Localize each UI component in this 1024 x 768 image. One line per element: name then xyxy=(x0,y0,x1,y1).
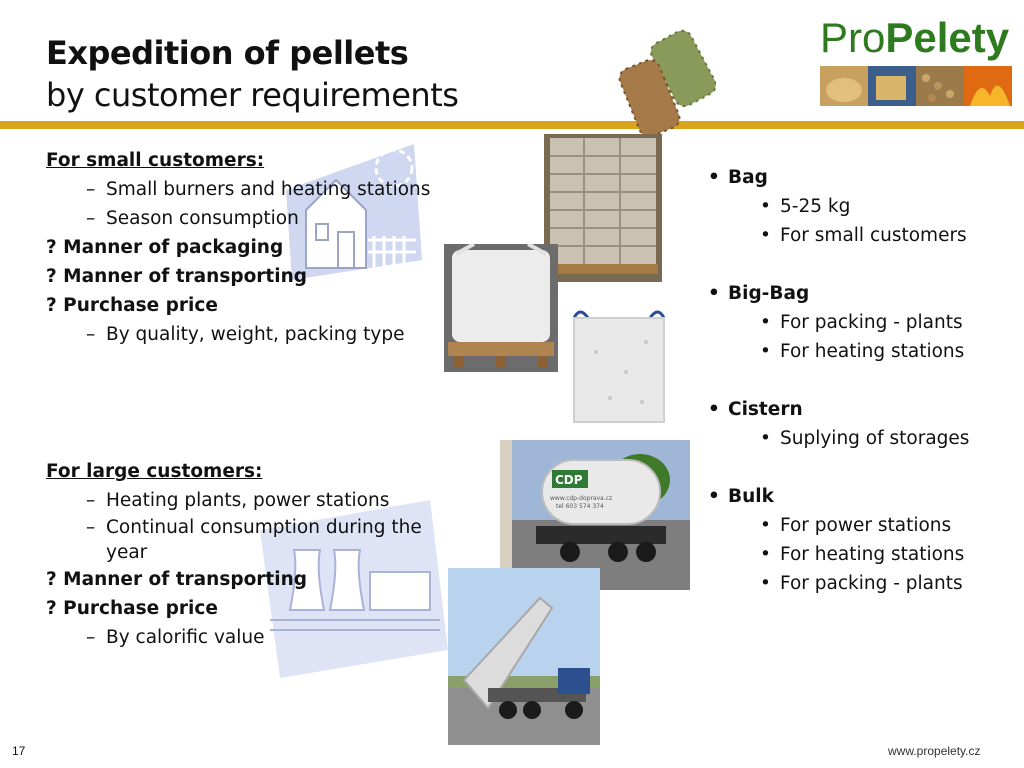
bigbag-pallet-photo xyxy=(444,244,558,372)
website-url: www.propelety.cz xyxy=(888,744,981,758)
bullet-big-bag: Big-Bag xyxy=(706,279,969,308)
logo-text-pro: Pro xyxy=(820,14,886,61)
logo-text-pelety: Pelety xyxy=(885,14,1010,61)
large-customers-header: For large customers: xyxy=(46,461,263,482)
large-question-price: ? Purchase price xyxy=(46,598,218,619)
small-sub-item: –Small burners and heating stations xyxy=(86,179,431,200)
big-bag-item: For packing - plants xyxy=(706,308,969,337)
bag-item: 5-25 kg xyxy=(706,192,969,221)
large-sub-item: –Continual consumption during the year xyxy=(86,517,422,563)
cistern-brand-text: CDP xyxy=(555,473,583,487)
page-number: 17 xyxy=(12,744,26,758)
small-question-packaging: ? Manner of packaging xyxy=(46,237,284,258)
cistern-truck-photo: CDP www.cdp-doprava.cz tel 603 574 374 xyxy=(500,440,690,590)
bullet-cistern: Cistern xyxy=(706,395,969,424)
small-question-price: ? Purchase price xyxy=(46,295,218,316)
bulk-item: For heating stations xyxy=(706,540,969,569)
small-sub-item: –Season consumption xyxy=(86,208,299,229)
house-illustration xyxy=(286,144,422,280)
slide-title: Expedition of pellets xyxy=(46,34,409,72)
cistern-phone-text: tel 603 574 374 xyxy=(556,503,604,510)
bulk-item: For power stations xyxy=(706,511,969,540)
bullet-bulk: Bulk xyxy=(706,482,969,511)
bag-pallet-photo xyxy=(544,134,662,282)
logo-photo-strip xyxy=(820,66,1012,106)
small-question-transport: ? Manner of transporting xyxy=(46,266,308,287)
power-plant-illustration xyxy=(260,500,448,678)
pellet-photo xyxy=(618,29,716,138)
cistern-item: Suplying of storages xyxy=(706,424,969,453)
bigbag-photo xyxy=(566,302,672,428)
propelety-logo: ProPelety xyxy=(820,16,1009,60)
accent-bar xyxy=(0,121,1024,129)
bullet-bag: Bag xyxy=(706,163,969,192)
large-sub-item: –Heating plants, power stations xyxy=(86,490,390,511)
large-question-transport: ? Manner of transporting xyxy=(46,569,308,590)
big-bag-item: For heating stations xyxy=(706,337,969,366)
cistern-web-text: www.cdp-doprava.cz xyxy=(550,495,612,502)
large-customers-block: For large customers: –Heating plants, po… xyxy=(46,457,431,652)
dump-truck-photo xyxy=(448,568,600,745)
small-customers-block: For small customers: –Small burners and … xyxy=(46,146,446,349)
packaging-list: Bag 5-25 kg For small customers Big-Bag … xyxy=(706,163,969,598)
large-price-sub: –By calorific value xyxy=(86,627,265,648)
bulk-item: For packing - plants xyxy=(706,569,969,598)
small-price-sub: –By quality, weight, packing type xyxy=(86,324,405,345)
small-customers-header: For small customers: xyxy=(46,150,265,171)
slide-subtitle: by customer requirements xyxy=(46,76,459,114)
bag-item: For small customers xyxy=(706,221,969,250)
